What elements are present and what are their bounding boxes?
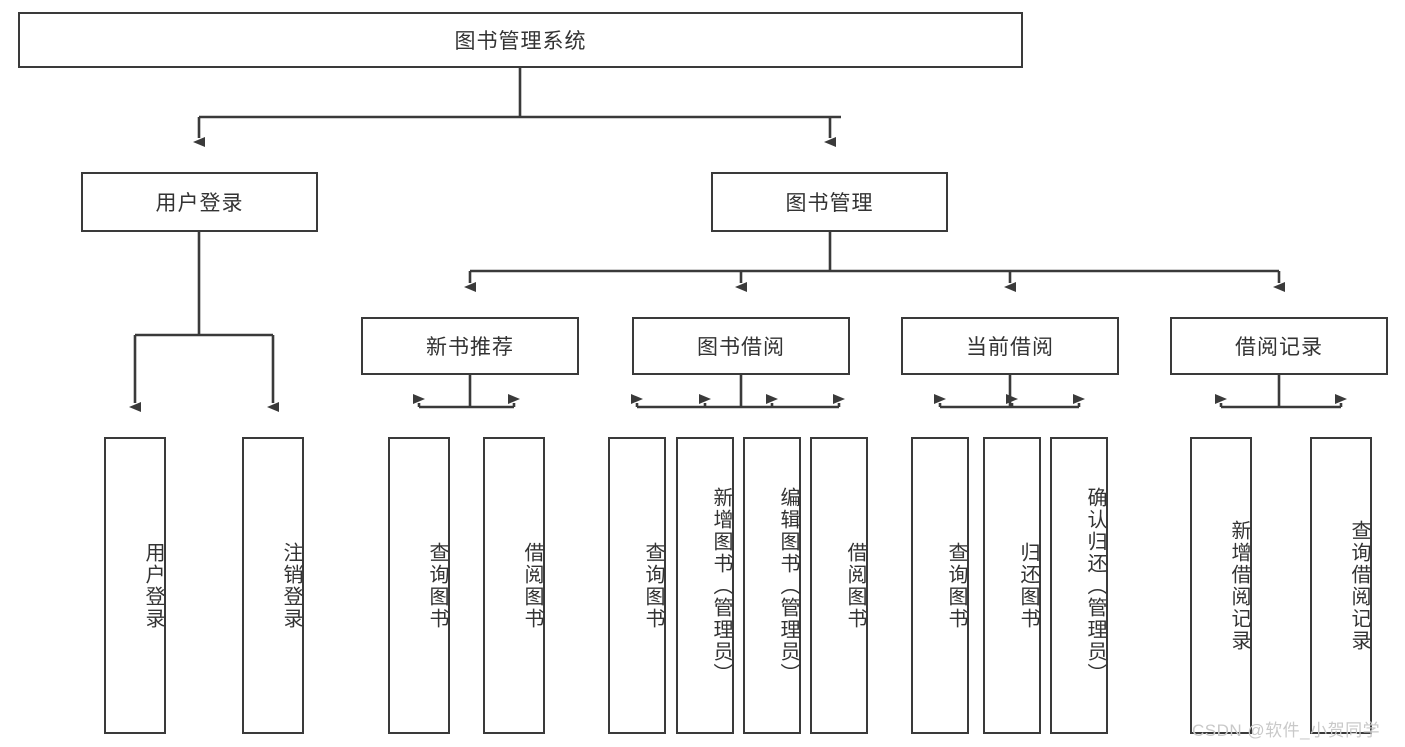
- node-current-borrow[interactable]: 当前借阅: [901, 317, 1119, 375]
- node-leaf-query-borrow-record[interactable]: 查询借阅记录: [1310, 437, 1372, 734]
- node-borrow-record-label: 借阅记录: [1235, 336, 1323, 359]
- node-leaf-add-borrow-record-label: 新增借阅记录: [1228, 519, 1250, 652]
- node-root-label: 图书管理系统: [454, 30, 587, 53]
- node-new-book-recommend[interactable]: 新书推荐: [361, 317, 579, 375]
- node-leaf-add-book-admin-label: 新增图书（管理员）: [710, 486, 732, 685]
- node-leaf-borrow-book-1-label: 借阅图书: [521, 541, 543, 630]
- node-leaf-query-borrow-record-label: 查询借阅记录: [1348, 519, 1370, 652]
- node-leaf-logout-login-label: 注销登录: [280, 541, 302, 630]
- node-leaf-add-book-admin[interactable]: 新增图书（管理员）: [676, 437, 734, 734]
- node-new-book-recommend-label: 新书推荐: [426, 336, 514, 359]
- node-current-borrow-label: 当前借阅: [966, 336, 1054, 359]
- node-leaf-return-book-label: 归还图书: [1017, 541, 1039, 630]
- node-leaf-edit-book-admin-label: 编辑图书（管理员）: [777, 486, 799, 685]
- node-leaf-query-book-1[interactable]: 查询图书: [388, 437, 450, 734]
- node-leaf-return-book[interactable]: 归还图书: [983, 437, 1041, 734]
- node-leaf-query-book-2[interactable]: 查询图书: [608, 437, 666, 734]
- node-user-login-label: 用户登录: [155, 192, 244, 215]
- node-leaf-user-login[interactable]: 用户登录: [104, 437, 166, 734]
- node-leaf-confirm-return-admin[interactable]: 确认归还（管理员）: [1050, 437, 1108, 734]
- node-root[interactable]: 图书管理系统: [18, 12, 1023, 68]
- node-user-login[interactable]: 用户登录: [81, 172, 318, 232]
- node-book-borrow-label: 图书借阅: [697, 336, 785, 359]
- node-leaf-borrow-book-1[interactable]: 借阅图书: [483, 437, 545, 734]
- node-leaf-query-book-3[interactable]: 查询图书: [911, 437, 969, 734]
- node-leaf-user-login-label: 用户登录: [142, 541, 164, 630]
- node-leaf-query-book-2-label: 查询图书: [642, 541, 664, 630]
- node-leaf-add-borrow-record[interactable]: 新增借阅记录: [1190, 437, 1252, 734]
- node-borrow-record[interactable]: 借阅记录: [1170, 317, 1388, 375]
- node-leaf-query-book-3-label: 查询图书: [945, 541, 967, 630]
- node-leaf-edit-book-admin[interactable]: 编辑图书（管理员）: [743, 437, 801, 734]
- node-leaf-query-book-1-label: 查询图书: [426, 541, 448, 630]
- watermark: CSDN @软件_小贺同学: [1192, 721, 1381, 740]
- node-book-management[interactable]: 图书管理: [711, 172, 948, 232]
- node-leaf-borrow-book-2[interactable]: 借阅图书: [810, 437, 868, 734]
- node-leaf-confirm-return-admin-label: 确认归还（管理员）: [1084, 486, 1106, 685]
- node-leaf-borrow-book-2-label: 借阅图书: [844, 541, 866, 630]
- node-book-management-label: 图书管理: [785, 192, 874, 215]
- node-book-borrow[interactable]: 图书借阅: [632, 317, 850, 375]
- node-leaf-logout-login[interactable]: 注销登录: [242, 437, 304, 734]
